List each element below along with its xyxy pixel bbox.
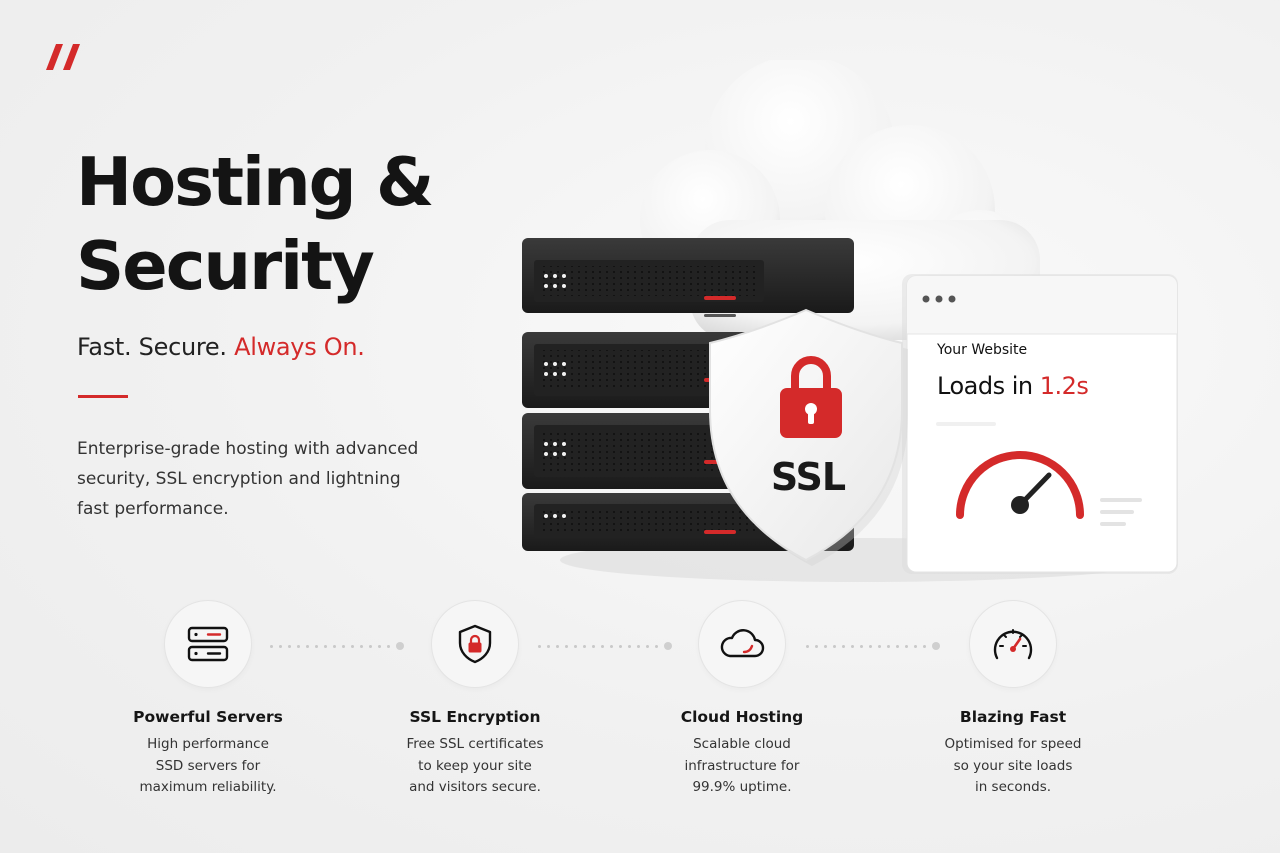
feature-title: Blazing Fast [959,708,1067,726]
ssl-label: SSL [770,455,846,499]
feature-powerful-servers: Powerful Servers High performance SSD se… [98,600,318,799]
feature-description: Optimised for speed so your site loads i… [944,736,1082,795]
accent-divider [78,395,128,398]
shield-lock-icon [458,624,492,664]
hosting-illustration [522,60,1178,582]
browser-load-time: Loads in 1.2s [937,372,1089,400]
connector-dots [270,642,404,650]
connector-dots [538,642,672,650]
feature-ssl-encryption: SSL Encryption Free SSL certificates to … [365,600,585,799]
feature-title: Powerful Servers [133,708,283,726]
browser-window [902,274,1178,574]
feature-icon-circle [164,600,252,688]
tagline-plain: Fast. Secure. [77,333,227,361]
feature-blazing-fast: Blazing Fast Optimised for speed so your… [903,600,1123,799]
feature-description: Free SSL certificates to keep your site … [406,736,544,795]
browser-heading: Your Website [937,342,1028,358]
tagline: Fast. Secure. Always On. [77,333,365,361]
feature-icon-circle [969,600,1057,688]
feature-title: Cloud Hosting [680,708,804,726]
browser-loads-value: 1.2s [1039,372,1089,400]
hero-description: Enterprise-grade hosting with advanced s… [77,439,419,519]
ssl-shield [709,308,908,566]
feature-description: Scalable cloud infrastructure for 99.9% … [684,736,800,795]
connector-dots [806,642,940,650]
speedometer-icon [993,629,1033,660]
feature-cloud-hosting: Cloud Hosting Scalable cloud infrastruct… [632,600,852,799]
cloud-icon [720,629,765,658]
page-title: Hosting & Security [76,143,434,305]
feature-icon-circle [698,600,786,688]
server-icon [187,626,229,662]
tagline-accent: Always On. [234,333,365,361]
feature-icon-circle [431,600,519,688]
browser-loads-prefix: Loads in [937,372,1033,400]
brand-logo-icon [46,44,80,70]
feature-description: High performance SSD servers for maximum… [139,736,277,795]
feature-title: SSL Encryption [409,708,541,726]
